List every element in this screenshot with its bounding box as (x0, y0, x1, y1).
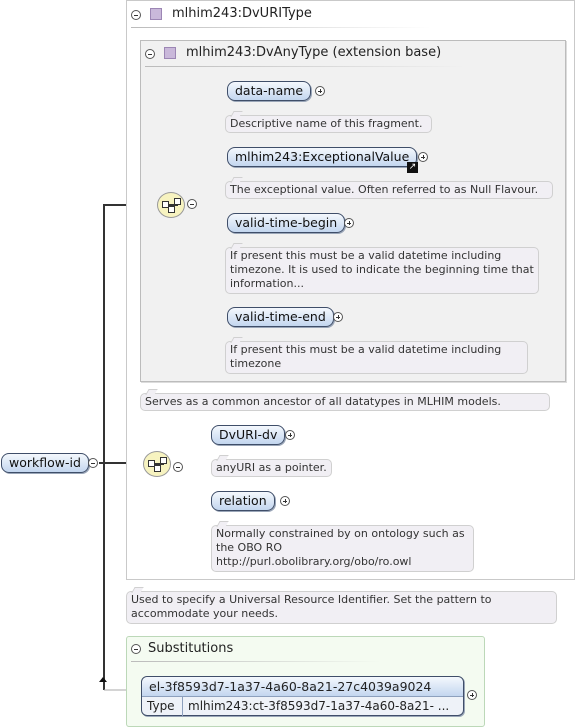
type-label: Type (147, 699, 175, 713)
collapse-icon[interactable] (131, 644, 141, 654)
complex-type-title: mlhim243:DvURIType (172, 6, 312, 21)
collapse-icon[interactable] (145, 49, 155, 59)
collapse-icon[interactable] (131, 10, 141, 20)
element-exceptional-value[interactable]: mlhim243:ExceptionalValue (227, 147, 418, 167)
annotation-base: Serves as a common ancestor of all datat… (140, 393, 550, 411)
substitutions-title: Substitutions (148, 641, 234, 656)
title-divider (145, 66, 465, 67)
element-dvuri-dv[interactable]: DvURI-dv (211, 425, 286, 445)
complex-type-icon (164, 47, 176, 59)
expand-icon[interactable] (344, 218, 354, 228)
element-data-name[interactable]: data-name (227, 81, 312, 101)
extension-base-box (140, 40, 566, 382)
sequence-icon (143, 451, 171, 477)
title-divider (131, 661, 381, 662)
extension-base-title: mlhim243:DvAnyType (extension base) (186, 45, 442, 60)
complex-type-icon (150, 8, 162, 20)
element-relation[interactable]: relation (211, 491, 275, 511)
annotation-valid-time-end: If present this must be a valid datetime… (225, 341, 528, 374)
annotation-data-name: Descriptive name of this fragment. (225, 115, 432, 133)
type-separator (182, 697, 183, 716)
sequence-icon (157, 192, 185, 218)
substitution-arrow-icon (99, 677, 107, 682)
element-valid-time-end[interactable]: valid-time-end (227, 307, 334, 327)
collapse-icon[interactable] (187, 199, 197, 209)
type-value: mlhim243:ct-3f8593d7-1a37-4a60-8a21- ... (188, 699, 450, 713)
annotation-dvuri-dv: anyURI as a pointer. (211, 459, 332, 477)
annotation-valid-time-begin: If present this must be a valid datetime… (225, 247, 539, 294)
expand-icon[interactable] (467, 690, 477, 700)
annotation-complex-type: Used to specify a Universal Resource Ide… (126, 591, 557, 624)
expand-icon[interactable] (315, 86, 325, 96)
element-workflow-id[interactable]: workflow-id (1, 453, 89, 473)
expand-icon[interactable] (418, 152, 428, 162)
collapse-icon[interactable] (88, 458, 98, 468)
substitution-element-name: el-3f8593d7-1a37-4a60-8a21-27c4039a9024 (142, 677, 463, 697)
expand-icon[interactable] (285, 430, 295, 440)
substitution-element[interactable]: el-3f8593d7-1a37-4a60-8a21-27c4039a9024 … (141, 676, 464, 716)
expand-icon[interactable] (280, 496, 290, 506)
annotation-relation: Normally constrained by on ontology such… (211, 525, 474, 572)
title-divider (131, 27, 431, 28)
collapse-icon[interactable] (173, 462, 183, 472)
element-valid-time-begin[interactable]: valid-time-begin (227, 213, 346, 233)
expand-icon[interactable] (333, 312, 343, 322)
annotation-exceptional-value: The exceptional value. Often referred to… (225, 181, 553, 199)
reference-link-icon: ↗ (407, 162, 418, 173)
